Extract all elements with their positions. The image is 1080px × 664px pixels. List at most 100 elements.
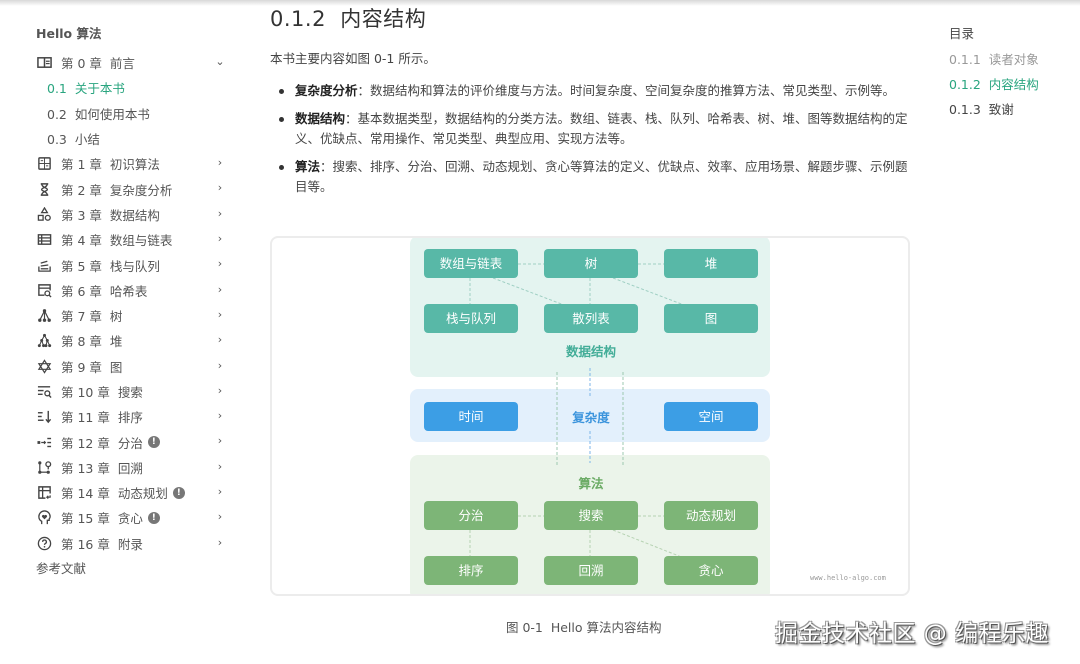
chapter-number: 第 1 章 xyxy=(61,157,102,173)
hourglass-icon xyxy=(36,181,52,197)
sidebar-item-chapter-10[interactable]: 第 10 章 搜索 › xyxy=(36,379,236,404)
sidebar-item-chapter-7[interactable]: 第 7 章 树 › xyxy=(36,303,236,328)
chevron-right-icon[interactable]: › xyxy=(217,485,223,499)
text-search-icon xyxy=(36,384,52,400)
chevron-right-icon[interactable]: › xyxy=(217,510,223,524)
toc-item-acknowledgements[interactable]: 0.1.3 致谢 xyxy=(949,102,1014,117)
new-badge-icon: ! xyxy=(172,486,185,499)
chapter-title: 堆 xyxy=(109,334,123,350)
chapter-title: 树 xyxy=(109,309,123,325)
node-array-linkedlist: 数组与链表 xyxy=(424,249,518,278)
chevron-right-icon[interactable]: › xyxy=(217,333,223,347)
site-title[interactable]: Hello 算法 xyxy=(36,26,102,41)
chapter-title: 数据结构 xyxy=(109,207,160,223)
sidebar-item-chapter-9[interactable]: 第 9 章 图 › xyxy=(36,354,236,379)
chapter-title: 初识算法 xyxy=(109,157,160,173)
sidebar-item-chapter-16[interactable]: 第 16 章 附录 › xyxy=(36,531,236,556)
node-greedy: 贪心 xyxy=(664,556,758,585)
node-divide-conquer: 分治 xyxy=(424,501,518,530)
chevron-right-icon[interactable]: › xyxy=(217,307,223,321)
content-structure-figure[interactable]: 数组与链表 树 堆 栈与队列 散列表 图 数据结构 时间 空间 复杂度 算法 分… xyxy=(270,236,910,596)
divide-icon xyxy=(36,434,52,450)
map-marker-path-icon xyxy=(36,459,52,475)
sidebar-item-chapter-8[interactable]: 第 8 章 堆 › xyxy=(36,328,236,353)
sidebar-item-chapter-11[interactable]: 第 11 章 排序 › xyxy=(36,404,236,429)
sidebar-item-chapter-14[interactable]: 第 14 章 动态规划! › xyxy=(36,480,236,505)
page-title: 0.1.2 内容结构 xyxy=(270,7,427,31)
chapter-number: 第 3 章 xyxy=(61,207,102,223)
chapter-title: 附录 xyxy=(117,536,143,552)
chapter-number: 第 0 章 xyxy=(61,56,102,72)
calculator-icon xyxy=(36,156,52,172)
toc-item-readers[interactable]: 0.1.1 读者对象 xyxy=(949,52,1039,67)
chevron-right-icon[interactable]: › xyxy=(217,459,223,473)
sidebar-item-references[interactable]: 参考文献 xyxy=(36,560,87,576)
help-circle-icon xyxy=(36,535,52,551)
sidebar-item-chapter-1[interactable]: 第 1 章 初识算法 › xyxy=(36,151,236,176)
data-structures-label: 数据结构 xyxy=(565,344,616,359)
book-open-icon xyxy=(36,55,52,71)
algorithms-label: 算法 xyxy=(578,476,604,491)
chapter-number: 第 5 章 xyxy=(61,258,102,274)
chevron-right-icon[interactable]: › xyxy=(217,535,223,549)
list-item: 算法：搜索、排序、分治、回溯、动态规划、贪心等算法的定义、优缺点、效率、应用场景… xyxy=(270,157,910,198)
heap-icon xyxy=(36,333,52,349)
chapter-number: 第 6 章 xyxy=(61,283,102,299)
node-time: 时间 xyxy=(424,402,518,431)
node-space: 空间 xyxy=(664,402,758,431)
chapter-number: 第 11 章 xyxy=(61,410,110,426)
sidebar-item-chapter-12[interactable]: 第 12 章 分治! › xyxy=(36,429,236,454)
chapter-number: 第 15 章 xyxy=(61,511,110,527)
table-rows-icon xyxy=(36,232,52,248)
chevron-right-icon[interactable]: › xyxy=(217,257,223,271)
list-item-text: ：基本数据类型，数据结构的分类方法。数组、链表、栈、队列、哈希表、树、堆、图等数… xyxy=(295,110,908,147)
chevron-right-icon[interactable]: › xyxy=(217,206,223,220)
chevron-right-icon[interactable]: › xyxy=(217,434,223,448)
sidebar-item-chapter-5[interactable]: 第 5 章 栈与队列 › xyxy=(36,252,236,277)
chevron-right-icon[interactable]: › xyxy=(217,232,223,246)
sidebar-item-chapter-3[interactable]: 第 3 章 数据结构 › xyxy=(36,202,236,227)
table-pivot-icon xyxy=(36,485,52,501)
sidebar-item-chapter-4[interactable]: 第 4 章 数组与链表 › xyxy=(36,227,236,252)
toc-item-content-structure[interactable]: 0.1.2 内容结构 xyxy=(949,77,1039,92)
sidebar-item-chapter-13[interactable]: 第 13 章 回溯 › xyxy=(36,455,236,480)
section-label: 0.3 小结 xyxy=(47,132,100,148)
chevron-right-icon[interactable]: › xyxy=(217,156,223,170)
complexity-label: 复杂度 xyxy=(572,410,610,425)
chevron-right-icon[interactable]: › xyxy=(217,181,223,195)
chapter-number: 第 9 章 xyxy=(61,359,102,375)
sidebar-item-chapter-15[interactable]: 第 15 章 贪心! › xyxy=(36,505,236,530)
sidebar-item-0-1[interactable]: 0.1 关于本书 xyxy=(36,75,236,100)
list-item-text: ：数据结构和算法的评价维度与方法。时间复杂度、空间复杂度的推算方法、常见类型、示… xyxy=(357,83,896,98)
list-item-term: 数据结构 xyxy=(295,110,346,126)
chapter-number: 第 14 章 xyxy=(61,486,110,502)
list-item-term: 算法 xyxy=(295,158,321,174)
node-graph: 图 xyxy=(664,304,758,333)
new-badge-icon: ! xyxy=(147,436,160,449)
sidebar-item-chapter-2[interactable]: 第 2 章 复杂度分析 › xyxy=(36,176,236,201)
figure-caption: 图 0-1 Hello 算法内容结构 xyxy=(506,620,662,635)
section-label: 0.2 如何使用本书 xyxy=(47,106,150,122)
chapter-title: 动态规划 xyxy=(117,486,168,502)
top-bar-shadow xyxy=(0,0,1080,6)
node-search: 搜索 xyxy=(544,501,638,530)
new-badge-icon: ! xyxy=(147,511,160,524)
chevron-right-icon[interactable]: › xyxy=(217,358,223,372)
table-search-icon xyxy=(36,282,52,298)
node-backtracking: 回溯 xyxy=(544,556,638,585)
chapter-number: 第 4 章 xyxy=(61,233,102,249)
chapter-number: 第 7 章 xyxy=(61,309,102,325)
chevron-right-icon[interactable]: › xyxy=(217,409,223,423)
chapter-number: 第 2 章 xyxy=(61,182,102,198)
chevron-right-icon[interactable]: › xyxy=(217,383,223,397)
sidebar-item-chapter-0[interactable]: 第 0 章 前言 ⌄ xyxy=(36,50,236,75)
chevron-down-icon[interactable]: ⌄ xyxy=(215,55,225,68)
shapes-icon xyxy=(36,206,52,222)
sidebar-item-0-3[interactable]: 0.3 小结 xyxy=(36,126,236,151)
chapter-number: 第 16 章 xyxy=(61,536,110,552)
chapter-title: 栈与队列 xyxy=(109,258,160,274)
section-label: 0.1 关于本书 xyxy=(47,81,125,97)
chevron-right-icon[interactable]: › xyxy=(217,282,223,296)
sidebar-item-chapter-6[interactable]: 第 6 章 哈希表 › xyxy=(36,278,236,303)
sidebar-item-0-2[interactable]: 0.2 如何使用本书 xyxy=(36,101,236,126)
